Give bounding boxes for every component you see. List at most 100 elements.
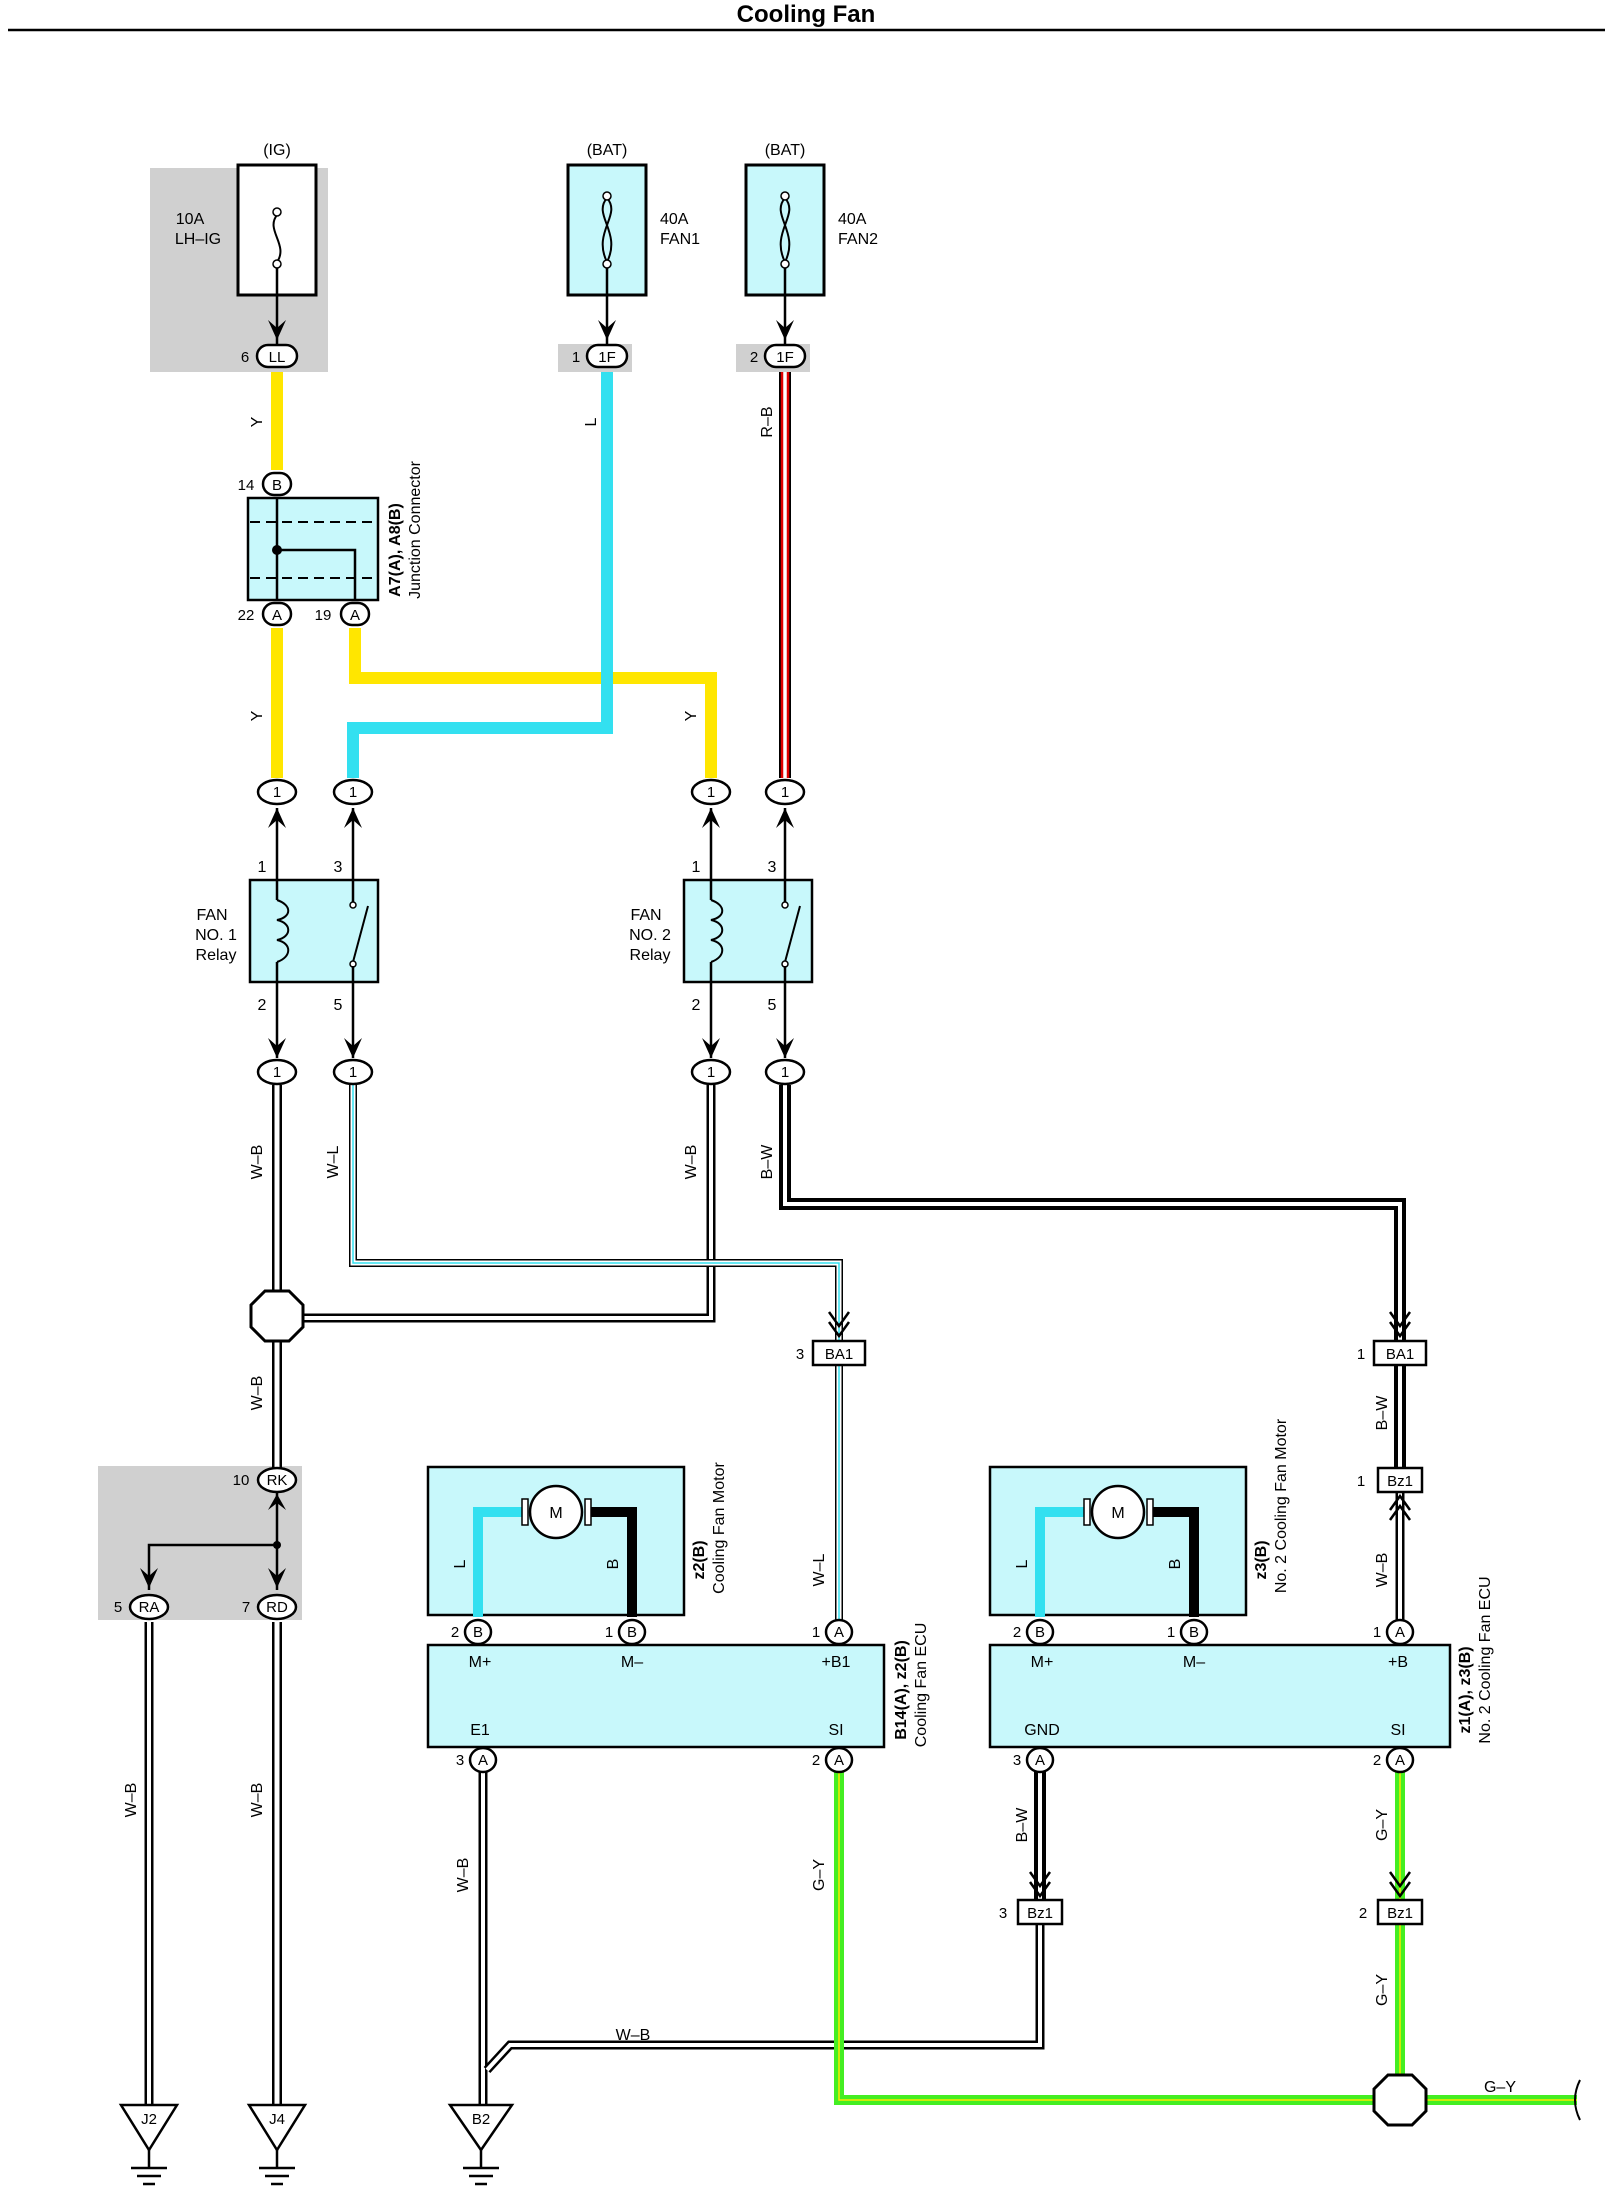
junction-connector [246,496,380,602]
wire-label-gy3: G–Y [1374,1974,1391,2006]
wire-label-wb4: W–B [1374,1553,1391,1588]
wire-label-y2: Y [249,710,266,721]
rd-label: RD [266,1599,288,1616]
relay2-top-conn-2: 1 [781,784,789,801]
fuse-fan2-amp: 40A [838,211,867,228]
wire-label-bw1: B–W [759,1144,776,1180]
ecu2-code: z1(A), z3(B) [1457,1646,1474,1733]
relay1-label-2: NO. 1 [195,927,237,944]
rd-pin: 7 [242,1599,250,1616]
ecu2-gnd: GND [1024,1722,1060,1739]
relay1-bottom-conn-2: 1 [349,1064,357,1081]
cooling-fan-ecu-2 [988,1643,1452,1749]
ba1-right-label: BA1 [1386,1346,1414,1363]
wire-label-wl1: W–L [325,1145,342,1178]
connector-ll-label: LL [269,349,286,366]
relay1-pin5: 5 [334,997,343,1014]
fan-relay-2 [682,878,814,984]
relay2-label-2: NO. 2 [629,927,671,944]
wire-label-wb6: W–B [249,1783,266,1818]
cooling-fan-motor-1 [426,1465,686,1617]
junction-name: Junction Connector [407,460,424,599]
relay-connectors-bottom [256,982,806,1086]
ground-j2 [118,2103,180,2186]
connector-1f-1 [585,343,629,369]
ecu1-bottom-pins [468,1746,854,1774]
motor1-wire-l: L [452,1559,469,1568]
fuse-fan2-name: FAN2 [838,231,878,248]
motor2-wire-l: L [1014,1559,1031,1568]
motor2-wire-b: B [1167,1559,1184,1570]
pin-19: 19 [315,607,332,624]
wire-gy-4 [1425,2079,1581,2121]
rk-pin: 10 [233,1472,250,1489]
motor1-m-letter: M [549,1505,562,1522]
motor2-m-letter: M [1111,1505,1124,1522]
relay2-top-conn-1: 1 [707,784,715,801]
wire-label-wb2: W–B [683,1145,700,1180]
wire-label-wb7: W–B [455,1858,472,1893]
splice-gy [1372,2073,1428,2127]
ecu1-mplus: M+ [469,1654,492,1671]
ecu1-pin-b-num: 1 [812,1624,820,1641]
rk-label: RK [267,1472,288,1489]
ground-j4 [246,2103,308,2186]
relay1-bottom-conn-1: 1 [273,1064,281,1081]
fuse-lhig [236,163,318,345]
relay1-pin2: 2 [258,997,267,1014]
fuse-lhig-name: LH–IG [175,231,221,248]
bz1-left-bottom [1016,1871,1064,1926]
pin-1-fan1: 1 [572,349,580,366]
ecu2-pin-b-num: 1 [1373,1624,1381,1641]
wire-bw [779,1085,1406,1340]
wire-l [347,372,613,778]
fuse-fan1-amp: 40A [660,211,689,228]
relay2-pin3: 3 [768,859,777,876]
relay1-pin3: 3 [334,859,343,876]
junction-pin-a22 [261,601,293,627]
wire-label-wb3: W–B [249,1376,266,1411]
motor1-name: Cooling Fan Motor [711,1462,728,1594]
ecu2-pin-si-num: 2 [1373,1752,1381,1769]
ecu2-pin-mminus-num: 1 [1167,1624,1175,1641]
page-title: Cooling Fan [737,1,876,28]
ecu1-pin-mminus-num: 1 [605,1624,613,1641]
wire-label-l: L [583,417,600,426]
fuse-fan1 [566,163,648,345]
ecu1-pin-e1-conn: A [478,1752,488,1769]
pin-14: 14 [238,477,255,494]
junction-pin-b [261,471,293,497]
ecu1-pin-mplus-conn: B [473,1624,483,1641]
ecu2-pin-b-conn: A [1395,1624,1405,1641]
wire-y-3 [349,628,717,778]
relay1-label-1: FAN [196,907,227,924]
bz1-right-top-label: Bz1 [1387,1473,1413,1490]
connector-1f-1-label: 1F [598,349,616,366]
fuse-fan1-name: FAN1 [660,231,700,248]
wire-wb-relay2 [300,1085,716,1323]
ecu1-pin-b-conn: A [834,1624,844,1641]
bz1-left-bottom-label: Bz1 [1027,1905,1053,1922]
cooling-fan-ecu-1 [426,1643,886,1749]
ba1-left-pin: 3 [796,1346,804,1363]
ra-pin: 5 [114,1599,122,1616]
splice-wb [249,1289,305,1343]
ecu1-code: B14(A), z2(B) [893,1640,910,1740]
ecu1-pin-si-num: 2 [812,1752,820,1769]
relay2-pin1: 1 [692,859,701,876]
pin-2-fan2: 2 [750,349,758,366]
relay2-label-3: Relay [630,947,671,964]
fuse-fan2 [744,163,826,345]
wire-label-wl2: W–L [811,1553,828,1586]
ecu2-top-pins [1025,1618,1415,1646]
source-ig: (IG) [263,142,291,159]
ecu2-pin-gnd-conn: A [1035,1752,1045,1769]
junction-pin-b-label: B [272,477,282,494]
junction-pin-a19-label: A [350,607,360,624]
motor1-wire-b: B [605,1559,622,1570]
wire-wl [349,1085,843,1340]
ecu1-b1: +B1 [822,1654,851,1671]
ecu1-top-pins [463,1618,854,1646]
rk-connector [128,1466,298,1621]
wire-label-y1: Y [249,416,266,427]
